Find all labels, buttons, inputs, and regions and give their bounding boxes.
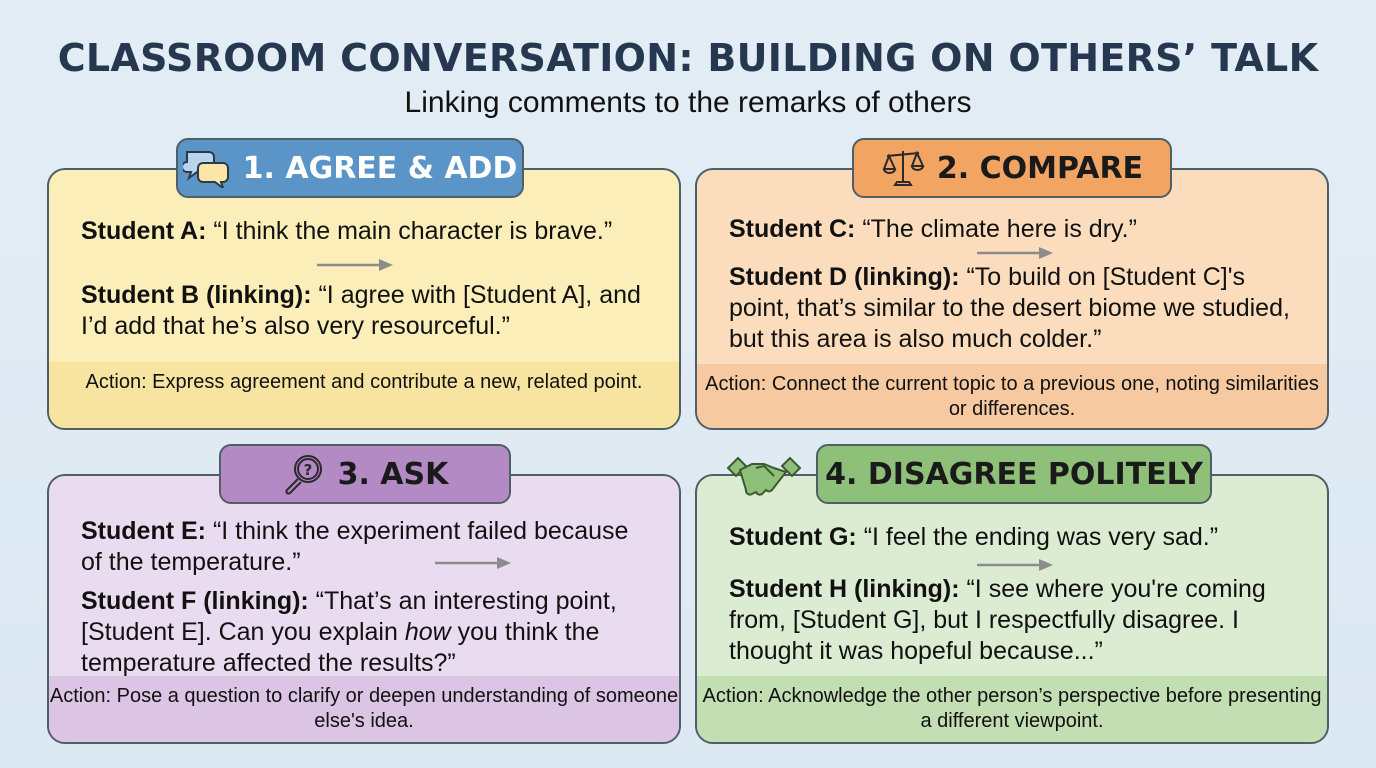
card-title-agree-add: 1. AGREE & ADD bbox=[176, 138, 524, 198]
statement-student-e: Student E: “I think the experiment faile… bbox=[81, 517, 629, 576]
page-title: CLASSROOM CONVERSATION: BUILDING ON OTHE… bbox=[57, 36, 1319, 80]
card-title-label: 1. AGREE & ADD bbox=[242, 150, 518, 186]
arrow-icon bbox=[977, 559, 1053, 571]
card-title-label: 3. ASK bbox=[337, 456, 449, 492]
card-title-label: 2. COMPARE bbox=[936, 150, 1144, 186]
handshake-icon bbox=[726, 456, 802, 496]
statement-student-h: Student H (linking): “I see where you're… bbox=[729, 575, 1266, 665]
statement-student-g: Student G: “I feel the ending was very s… bbox=[729, 523, 1219, 551]
card-body: Student A: “I think the main character i… bbox=[81, 216, 655, 342]
card-body: Student E: “I think the experiment faile… bbox=[81, 516, 655, 679]
action-description: Action: Connect the current topic to a p… bbox=[697, 364, 1327, 428]
card-ask: Student E: “I think the experiment faile… bbox=[47, 474, 681, 744]
page-subtitle: Linking comments to the remarks of other… bbox=[404, 86, 972, 119]
card-body: Student G: “I feel the ending was very s… bbox=[729, 522, 1303, 667]
action-description: Action: Express agreement and contribute… bbox=[49, 362, 679, 428]
card-title-disagree-politely: 4. DISAGREE POLITELY bbox=[816, 444, 1212, 504]
statement-student-b: Student B (linking): “I agree with [Stud… bbox=[81, 281, 641, 340]
card-agree-add: Student A: “I think the main character i… bbox=[47, 168, 681, 430]
arrow-icon bbox=[977, 247, 1053, 259]
arrow-icon bbox=[317, 259, 393, 271]
card-title-ask: ? 3. ASK bbox=[219, 444, 511, 504]
card-title-label: 4. DISAGREE POLITELY bbox=[825, 456, 1203, 492]
card-disagree-politely: Student G: “I feel the ending was very s… bbox=[695, 474, 1329, 744]
statement-student-f: Student F (linking): “That’s an interest… bbox=[81, 587, 617, 677]
statement-student-c: Student C: “The climate here is dry.” bbox=[729, 215, 1137, 243]
card-compare: Student C: “The climate here is dry.” St… bbox=[695, 168, 1329, 430]
speech-bubbles-icon bbox=[182, 151, 229, 188]
statement-student-d: Student D (linking): “To build on [Stude… bbox=[729, 263, 1290, 353]
action-description: Action: Acknowledge the other person’s p… bbox=[697, 676, 1327, 742]
action-description: Action: Pose a question to clarify or de… bbox=[49, 676, 679, 742]
card-title-compare: 2. COMPARE bbox=[852, 138, 1172, 198]
scales-icon bbox=[882, 150, 925, 186]
statement-student-a: Student A: “I think the main character i… bbox=[81, 217, 613, 245]
card-body: Student C: “The climate here is dry.” St… bbox=[729, 214, 1303, 355]
svg-text:?: ? bbox=[303, 461, 312, 479]
magnifier-question-icon: ? bbox=[285, 455, 322, 495]
arrow-icon bbox=[435, 557, 511, 569]
